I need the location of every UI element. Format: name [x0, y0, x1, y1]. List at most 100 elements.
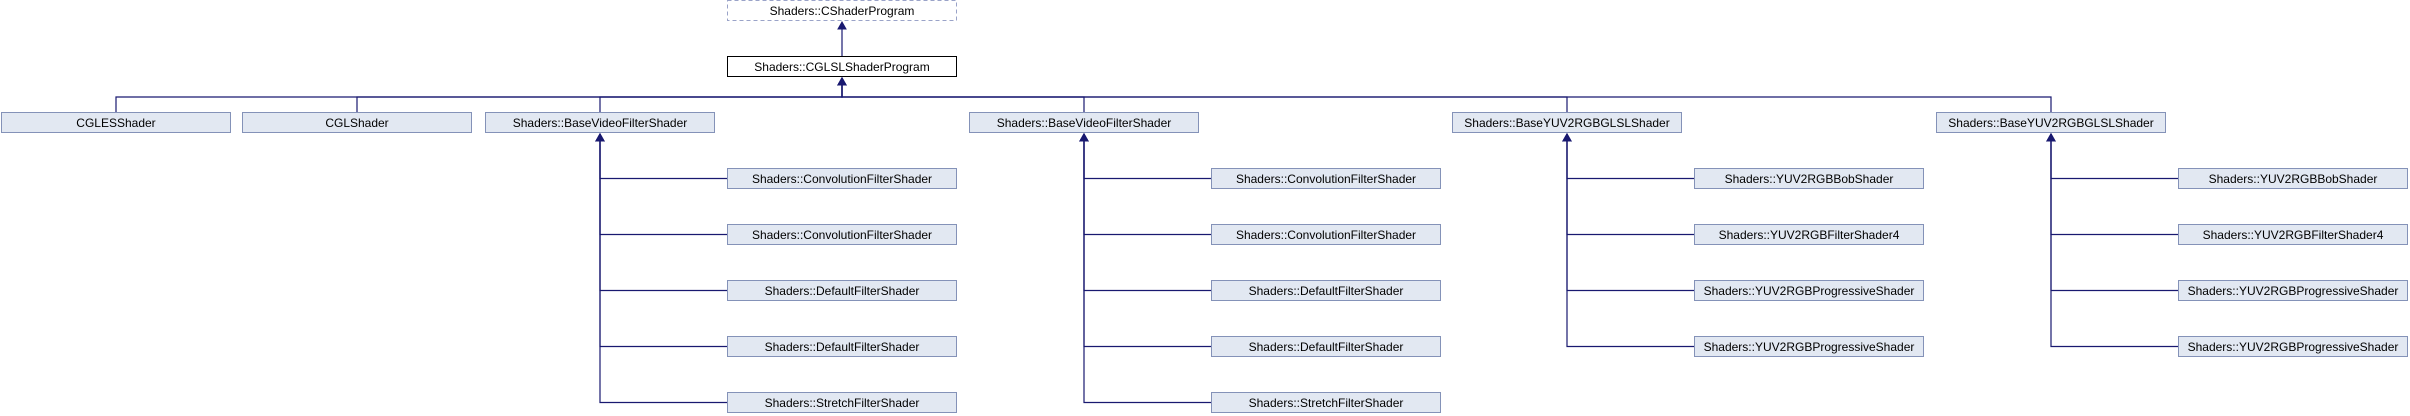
edge-arrowhead [837, 20, 847, 30]
class-node-label: Shaders::DefaultFilterShader [765, 284, 920, 298]
class-node-cglshader: CGLShader [242, 112, 472, 133]
class-node-box [727, 336, 957, 357]
inheritance-edge [837, 20, 847, 56]
inheritance-edge [837, 76, 1568, 112]
class-node-bv1c5: Shaders::StretchFilterShader [727, 392, 957, 413]
edge-line [599, 140, 727, 404]
class-node-by1c4: Shaders::YUV2RGBProgressiveShader [1694, 336, 1924, 357]
class-node-box [2178, 224, 2408, 245]
class-node-label: Shaders::YUV2RGBProgressiveShader [2188, 284, 2399, 298]
edge-line [2050, 140, 2178, 348]
class-node-box [727, 392, 957, 413]
edge-line [1083, 140, 1211, 292]
class-node-cshaderprogram: Shaders::CShaderProgram [727, 0, 957, 21]
class-node-label: Shaders::BaseVideoFilterShader [997, 116, 1172, 130]
class-node-label: Shaders::DefaultFilterShader [765, 340, 920, 354]
inheritance-edge [1562, 132, 1694, 236]
class-node-box [2178, 280, 2408, 301]
edge-line [1566, 140, 1694, 348]
inheritance-edge [1079, 132, 1211, 236]
edges-layer [115, 20, 2178, 404]
class-node-bv1c4: Shaders::DefaultFilterShader [727, 336, 957, 357]
class-node-box [727, 0, 957, 21]
class-node-label: Shaders::ConvolutionFilterShader [1236, 172, 1416, 186]
edge-line [599, 140, 727, 236]
class-node-by2c2: Shaders::YUV2RGBFilterShader4 [2178, 224, 2408, 245]
class-node-label: Shaders::YUV2RGBBobShader [2209, 172, 2378, 186]
class-node-box [727, 168, 957, 189]
edge-line [2050, 140, 2178, 236]
class-node-box [1694, 168, 1924, 189]
class-node-label: Shaders::ConvolutionFilterShader [1236, 228, 1416, 242]
inheritance-edge [1079, 132, 1211, 404]
class-node-by1c2: Shaders::YUV2RGBFilterShader4 [1694, 224, 1924, 245]
class-node-box [1211, 392, 1441, 413]
class-node-box [1452, 112, 1682, 133]
class-node-label: Shaders::DefaultFilterShader [1249, 340, 1404, 354]
edge-line [599, 84, 843, 112]
inheritance-edge [356, 76, 847, 112]
edge-line [2050, 140, 2178, 292]
class-node-bv2c1: Shaders::ConvolutionFilterShader [1211, 168, 1441, 189]
inheritance-edge [1079, 132, 1211, 292]
inheritance-edge [2046, 132, 2178, 180]
class-node-by2c4: Shaders::YUV2RGBProgressiveShader [2178, 336, 2408, 357]
inheritance-edge [595, 132, 727, 348]
class-node-box [969, 112, 1199, 133]
inheritance-edge [595, 132, 727, 180]
edge-arrowhead [837, 76, 847, 86]
class-node-by1c1: Shaders::YUV2RGBBobShader [1694, 168, 1924, 189]
class-node-box [1211, 224, 1441, 245]
edge-line [115, 84, 843, 112]
class-node-bv2c5: Shaders::StretchFilterShader [1211, 392, 1441, 413]
class-node-label: Shaders::YUV2RGBProgressiveShader [2188, 340, 2399, 354]
edge-line [2050, 140, 2178, 180]
inheritance-edge [837, 76, 1085, 112]
class-node-label: Shaders::BaseVideoFilterShader [513, 116, 688, 130]
inheritance-edge [1079, 132, 1211, 180]
class-node-bv2c4: Shaders::DefaultFilterShader [1211, 336, 1441, 357]
class-node-label: CGLESShader [76, 116, 155, 130]
inheritance-edge [595, 132, 727, 236]
class-node-label: Shaders::CGLSLShaderProgram [754, 60, 929, 74]
class-node-basevideo1: Shaders::BaseVideoFilterShader [485, 112, 715, 133]
edge-arrowhead [1562, 132, 1572, 142]
class-node-by2c1: Shaders::YUV2RGBBobShader [2178, 168, 2408, 189]
edge-line [599, 140, 727, 180]
class-node-bv1c3: Shaders::DefaultFilterShader [727, 280, 957, 301]
class-node-label: Shaders::CShaderProgram [770, 4, 915, 18]
class-node-cglesshader: CGLESShader [1, 112, 231, 133]
class-node-bv2c2: Shaders::ConvolutionFilterShader [1211, 224, 1441, 245]
inheritance-edge [595, 132, 727, 404]
edge-line [1566, 140, 1694, 236]
edge-line [599, 140, 727, 292]
class-node-basevideo2: Shaders::BaseVideoFilterShader [969, 112, 1199, 133]
class-node-box [1211, 168, 1441, 189]
inheritance-edge [1562, 132, 1694, 292]
class-node-label: Shaders::BaseYUV2RGBGLSLShader [1464, 116, 1669, 130]
class-node-baseyuv2: Shaders::BaseYUV2RGBGLSLShader [1936, 112, 2166, 133]
class-node-box [1694, 280, 1924, 301]
class-node-box [1211, 336, 1441, 357]
class-node-label: Shaders::YUV2RGBProgressiveShader [1704, 284, 1915, 298]
class-node-label: Shaders::StretchFilterShader [1249, 396, 1404, 410]
inheritance-edge [2046, 132, 2178, 348]
class-node-cglslshaderprogram: Shaders::CGLSLShaderProgram [727, 56, 957, 77]
class-node-box [485, 112, 715, 133]
class-node-bv2c3: Shaders::DefaultFilterShader [1211, 280, 1441, 301]
class-node-bv1c2: Shaders::ConvolutionFilterShader [727, 224, 957, 245]
inheritance-edge [599, 76, 847, 112]
edge-line [1083, 140, 1211, 180]
edge-line [599, 140, 727, 348]
inheritance-edge [837, 76, 2052, 112]
class-node-by2c3: Shaders::YUV2RGBProgressiveShader [2178, 280, 2408, 301]
class-node-label: Shaders::ConvolutionFilterShader [752, 228, 932, 242]
inheritance-edge [1079, 132, 1211, 348]
class-node-box [1694, 224, 1924, 245]
class-node-box [727, 224, 957, 245]
edge-line [841, 84, 1568, 112]
inheritance-edge [2046, 132, 2178, 236]
class-node-box [1694, 336, 1924, 357]
